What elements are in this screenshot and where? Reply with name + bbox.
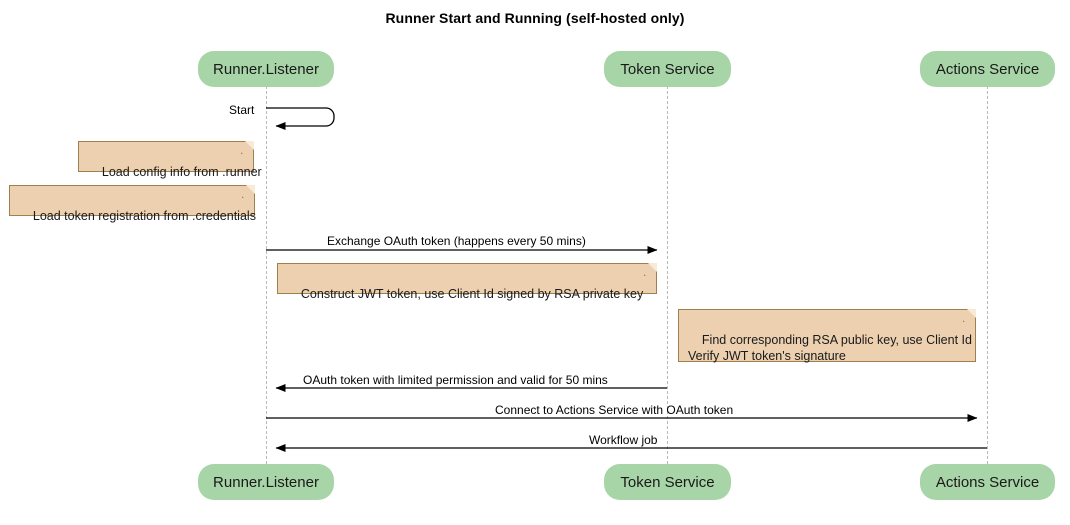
participant-actions-service-top[interactable]: Actions Service [920, 51, 1055, 87]
note-construct-jwt: Construct JWT token, use Client Id signe… [277, 263, 657, 301]
participant-label: Runner.Listener [213, 473, 319, 491]
note-text: Find corresponding RSA public key, use C… [688, 333, 972, 363]
participant-label: Token Service [620, 473, 715, 491]
lifeline-token [667, 86, 668, 464]
message-label-start: Start [229, 103, 255, 117]
diagram-title: Runner Start and Running (self-hosted on… [385, 10, 685, 26]
participant-runner-listener-bottom[interactable]: Runner.Listener [198, 464, 334, 500]
message-label-oauth-token-reply: OAuth token with limited permission and … [303, 373, 608, 387]
note-load-config: Load config info from .runner [78, 141, 262, 179]
note-text: Load token registration from .credential… [32, 209, 256, 223]
participant-token-service-top[interactable]: Token Service [604, 51, 731, 87]
participant-label: Actions Service [935, 60, 1040, 78]
participant-runner-listener-top[interactable]: Runner.Listener [198, 51, 334, 87]
note-fold-edge-icon [963, 309, 976, 322]
message-arrow-start [266, 107, 335, 130]
note-load-token-registration: Load token registration from .credential… [9, 185, 256, 223]
message-label-workflow-job: Workflow job [589, 433, 658, 447]
note-fold-edge-icon [644, 263, 657, 276]
note-text: Load config info from .runner [101, 165, 262, 179]
participant-label: Runner.Listener [213, 60, 319, 78]
note-fold-edge-icon [241, 141, 254, 154]
participant-actions-service-bottom[interactable]: Actions Service [920, 464, 1055, 500]
note-verify-jwt: Find corresponding RSA public key, use C… [678, 309, 976, 363]
lifeline-runner [266, 86, 267, 464]
note-text: Construct JWT token, use Client Id signe… [300, 287, 644, 301]
note-fold-edge-icon [242, 185, 255, 198]
message-label-connect-actions-service: Connect to Actions Service with OAuth to… [495, 403, 734, 417]
participant-label: Token Service [620, 60, 715, 78]
lifeline-actions [987, 86, 988, 464]
participant-label: Actions Service [935, 473, 1040, 491]
participant-token-service-bottom[interactable]: Token Service [604, 464, 731, 500]
message-label-exchange-oauth-token: Exchange OAuth token (happens every 50 m… [327, 234, 586, 248]
